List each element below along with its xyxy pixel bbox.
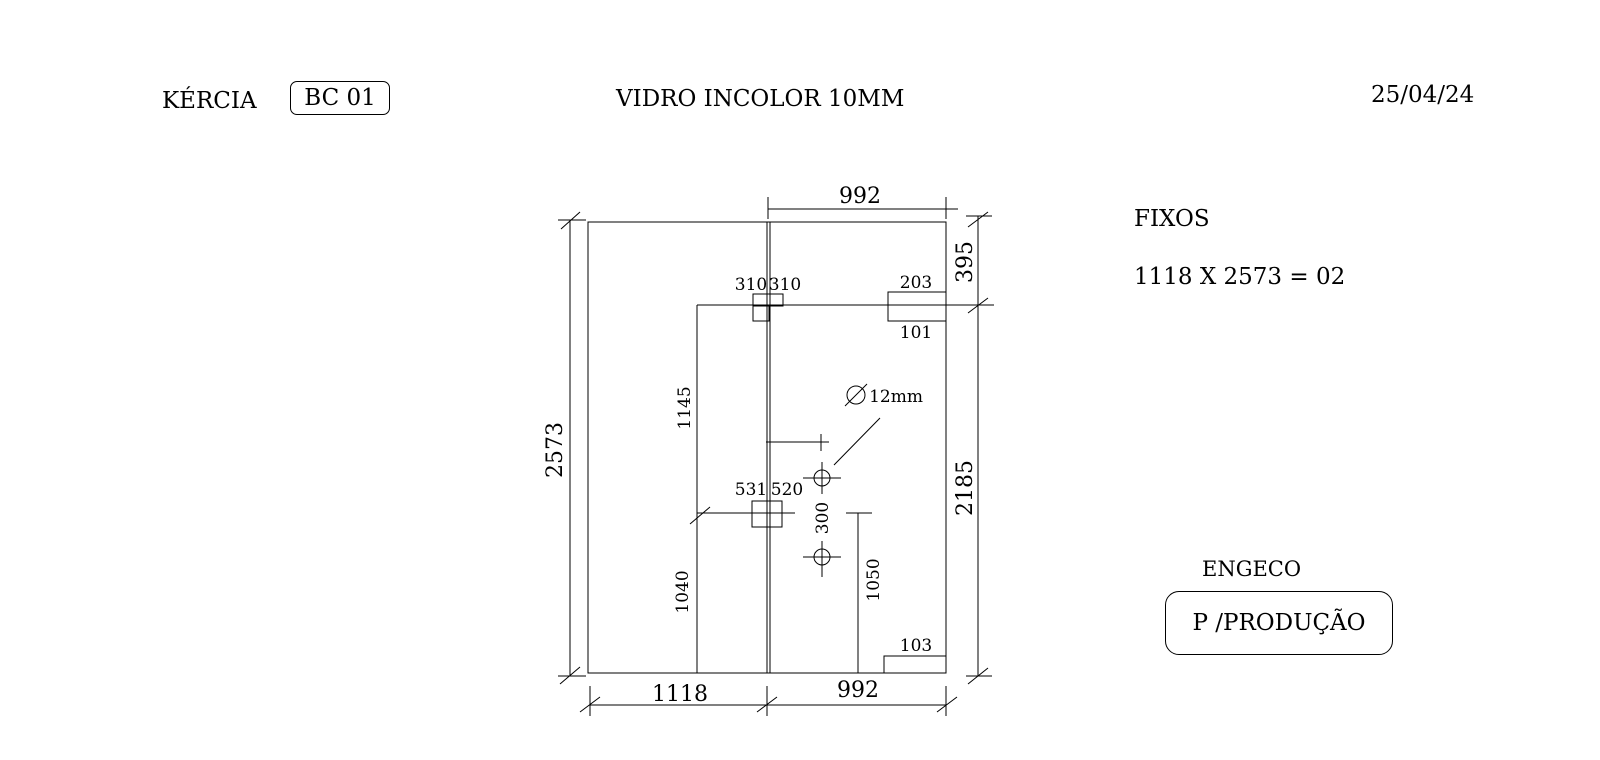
hole-spacing-label: 300 (813, 502, 833, 534)
top-offset-label: 395 (953, 241, 978, 283)
right-panel-width-top-label: 992 (839, 184, 881, 209)
top-right-cutout (887, 291, 947, 322)
hole-diameter-label: 12mm (869, 387, 923, 407)
production-label: P /PRODUÇÃO (1192, 609, 1366, 636)
bottom-right-cutout-label: 103 (900, 636, 932, 656)
left-glass-panel (587, 221, 768, 674)
dimension-tick (967, 667, 989, 685)
hole-diameter-symbol (846, 385, 866, 405)
dimension-tick (967, 211, 989, 228)
lower-hinge-cutout (751, 500, 783, 528)
left-lower-height-label: 1040 (673, 570, 693, 613)
upper-hinge-left-label: 310 (735, 275, 767, 295)
hole-diameter-symbol-slash (844, 383, 868, 407)
left-panel-width-label: 1118 (652, 682, 708, 707)
upper-hinge-right-label: 310 (769, 275, 801, 295)
dimension-tick (936, 696, 958, 713)
top-right-cutout-bottom-label: 101 (900, 323, 932, 343)
dimension-tick (967, 297, 989, 314)
bottom-right-cutout (883, 655, 947, 674)
fixed-panels-heading: FIXOS (1134, 206, 1210, 232)
lock-height-label: 1050 (864, 558, 884, 601)
overall-height-label: 2573 (543, 422, 568, 478)
material-title: VIDRO INCOLOR 10MM (616, 86, 905, 112)
production-badge: P /PRODUÇÃO (1165, 591, 1393, 655)
right-panel-width-bottom-label: 992 (837, 678, 879, 703)
company-label: ENGECO (1202, 557, 1302, 581)
upper-hinge-cutout (752, 293, 784, 307)
left-upper-height-label: 1145 (675, 386, 695, 429)
date-label: 25/04/24 (1371, 82, 1475, 108)
lower-hinge-left-label: 531 (735, 480, 767, 500)
project-code-badge: BC 01 (290, 81, 390, 115)
dimension-tick (559, 666, 581, 685)
dimension-tick (560, 211, 581, 230)
client-name: KÉRCIA (162, 88, 257, 114)
dimension-tick (579, 696, 601, 713)
upper-hinge-notch (752, 305, 770, 322)
dimension-tick (689, 506, 711, 525)
right-height-label: 2185 (953, 460, 978, 516)
dimension-tick (756, 696, 778, 713)
lower-hinge-right-label: 520 (771, 480, 803, 500)
project-code-label: BC 01 (304, 84, 376, 111)
fixed-panels-quantity: 1118 X 2573 = 02 (1134, 264, 1346, 290)
hole-leader-line (833, 417, 881, 466)
top-right-cutout-top-label: 203 (900, 273, 932, 293)
